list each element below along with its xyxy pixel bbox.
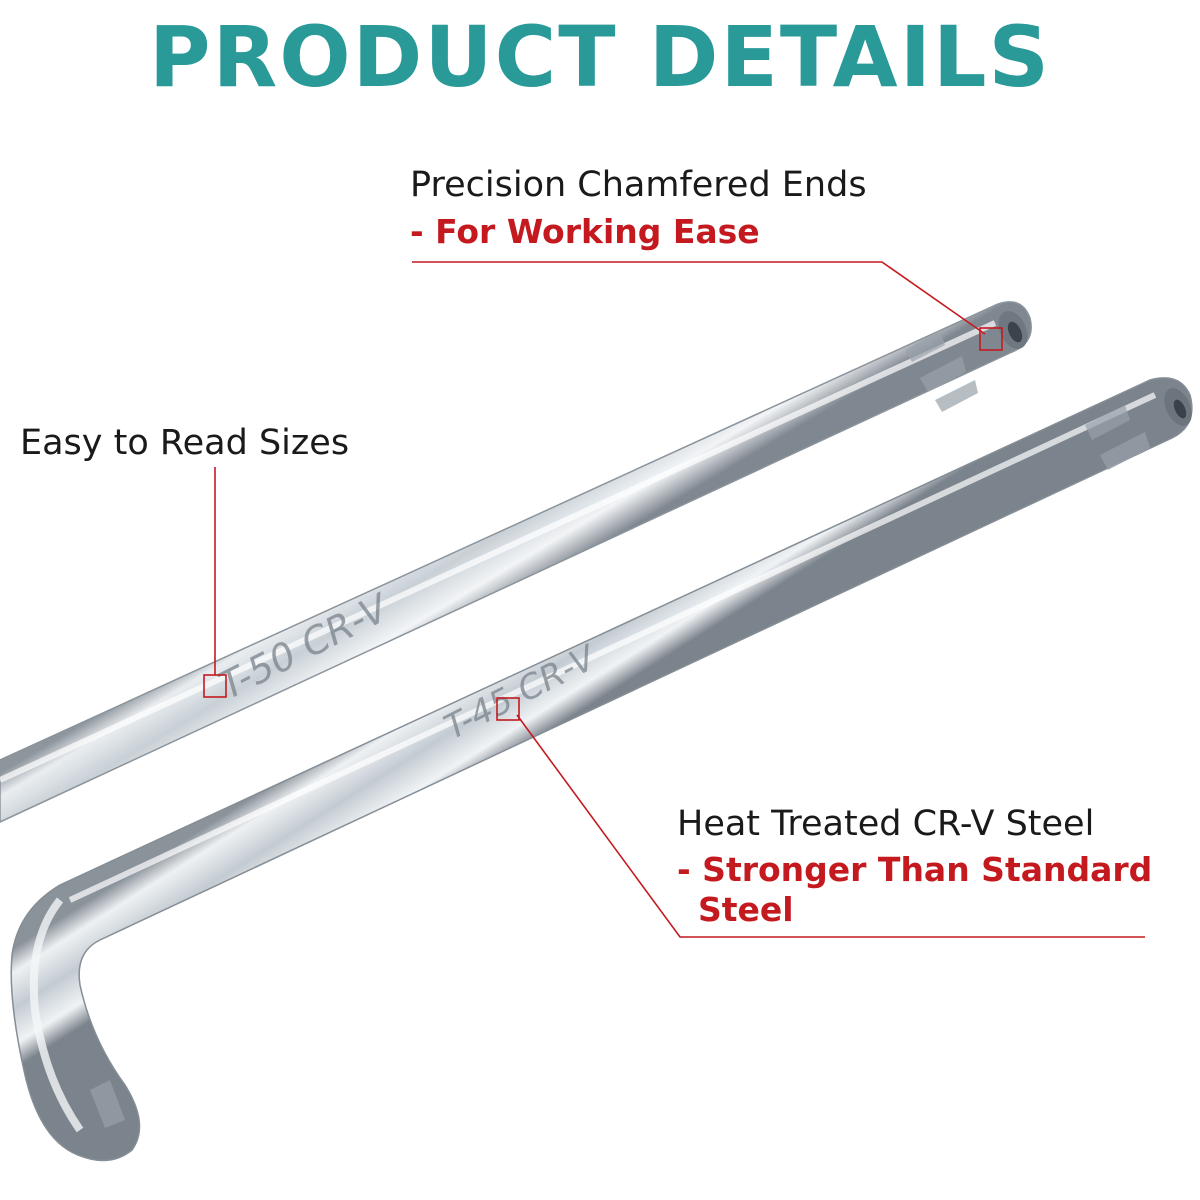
chamfered-marker <box>979 327 1003 351</box>
callout-lines <box>203 261 1145 938</box>
cr-v-steel-subtitle-line2: Steel <box>698 890 794 929</box>
cr-v-steel-subtitle-line1: - Stronger Than Standard <box>677 850 1153 889</box>
cr-v-steel-label: Heat Treated CR-V Steel <box>677 804 1095 844</box>
page-title: PRODUCT DETAILS <box>149 8 1051 106</box>
lower-wrench <box>10 377 1193 1162</box>
steel-leader <box>516 714 1145 938</box>
upper-torx-tip <box>905 330 978 412</box>
chamfered-ends-subtitle: - For Working Ease <box>410 212 760 251</box>
steel-marker <box>496 697 520 721</box>
easy-sizes-label: Easy to Read Sizes <box>20 423 350 463</box>
chamfered-leader <box>412 261 986 335</box>
upper-wrench <box>0 301 1032 823</box>
lower-torx-tip <box>90 405 1150 1128</box>
sizes-marker <box>203 674 227 698</box>
chamfered-ends-label: Precision Chamfered Ends <box>410 165 867 205</box>
